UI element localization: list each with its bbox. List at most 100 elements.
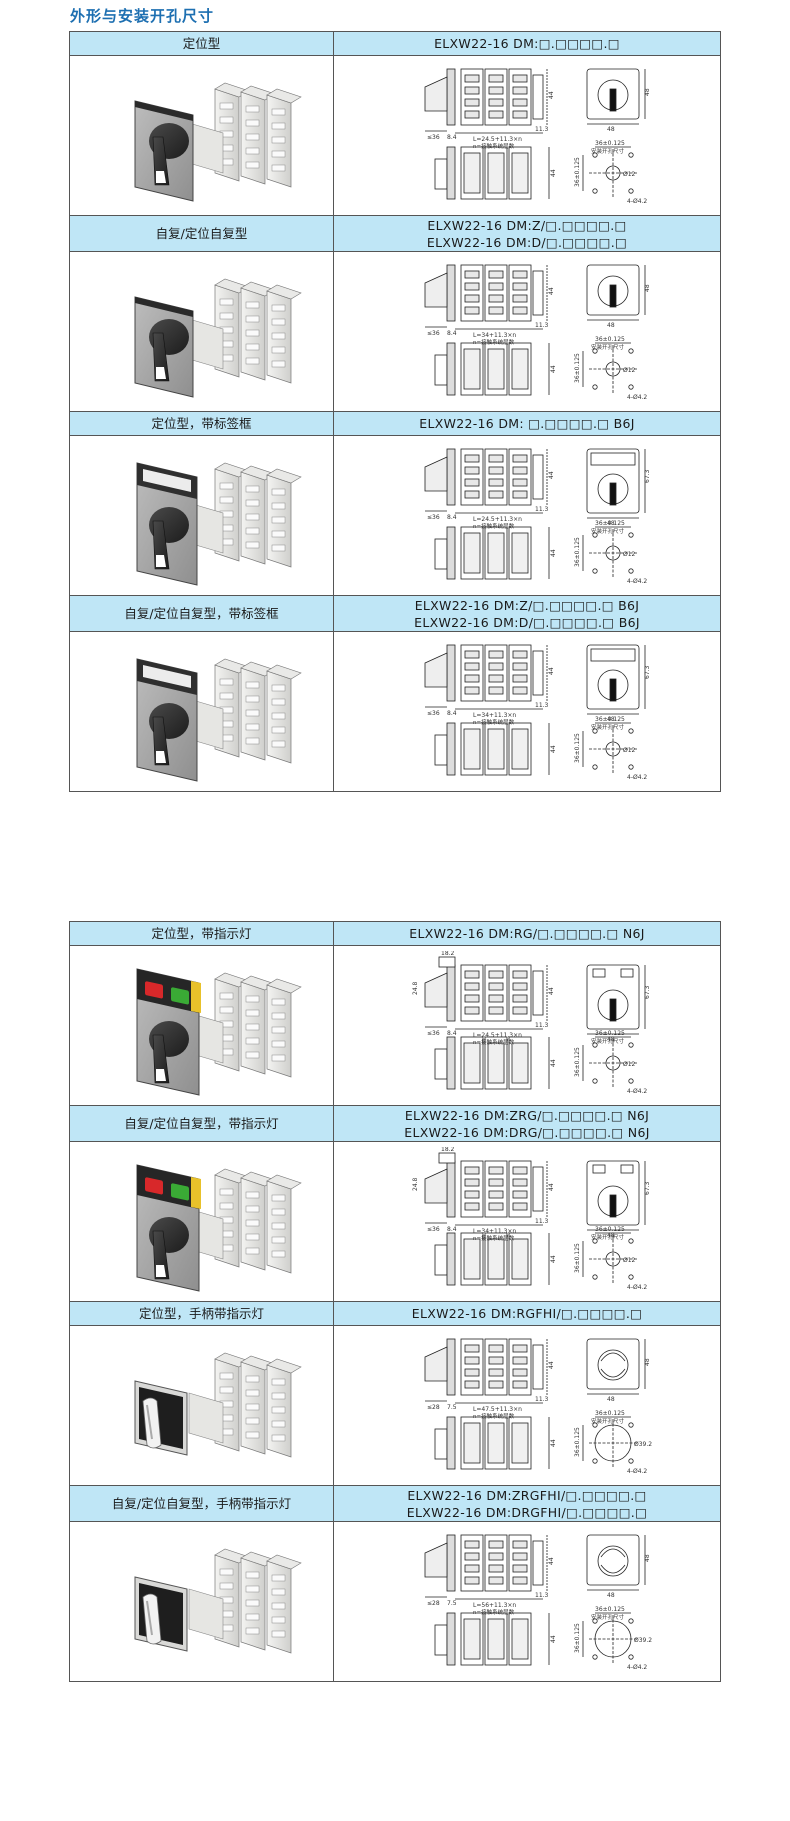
section-header-row: 自复/定位自复型，带标签框 ELXW22-16 DM:Z/□.□□□□.□ B6J… [69, 595, 721, 632]
svg-text:44: 44 [550, 365, 557, 373]
svg-text:36±0.125: 36±0.125 [595, 520, 625, 527]
svg-text:48: 48 [607, 520, 615, 527]
svg-text:67.3: 67.3 [644, 1181, 651, 1195]
svg-text:36±0.125: 36±0.125 [595, 1030, 625, 1037]
svg-text:36±0.125: 36±0.125 [574, 536, 581, 566]
product-image [70, 947, 333, 1105]
svg-text:36±0.125: 36±0.125 [574, 352, 581, 382]
svg-text:48: 48 [644, 1554, 651, 1562]
svg-text:≤36: ≤36 [427, 1030, 440, 1037]
svg-text:67.3: 67.3 [644, 469, 651, 483]
section-label-text: 自复/定位自复型，手柄带指示灯 [111, 1496, 292, 1511]
section-label-text: 自复/定位自复型，带标签框 [124, 606, 279, 621]
section-label-text: 定位型，手柄带指示灯 [138, 1306, 264, 1321]
model-code: ELXW22-16 DM: □.□□□□.□ B6J [419, 416, 635, 431]
svg-text:36±0.125: 36±0.125 [574, 1046, 581, 1076]
svg-text:36±0.125: 36±0.125 [595, 1226, 625, 1233]
model-code: ELXW22-16 DM:Z/□.□□□□.□ [427, 217, 627, 233]
product-image [70, 57, 333, 215]
svg-text:n=接触系统层数: n=接触系统层数 [473, 1412, 515, 1420]
model-code: ELXW22-16 DM:ZRG/□.□□□□.□ N6J [404, 1107, 650, 1123]
section-label-text: 自复/定位自复型 [155, 226, 248, 241]
svg-text:48: 48 [644, 284, 651, 292]
svg-text:L=24.5+11.3×n: L=24.5+11.3×n [473, 136, 522, 143]
section-label: 定位型，带标签框 [69, 411, 334, 436]
product-image [70, 633, 333, 791]
model-code-cell: ELXW22-16 DM: □.□□□□.□ B6J [333, 411, 721, 436]
svg-text:44: 44 [548, 91, 555, 99]
svg-text:n=接触系统层数: n=接触系统层数 [473, 1608, 515, 1616]
svg-text:36±0.125: 36±0.125 [574, 732, 581, 762]
svg-text:8.4: 8.4 [447, 1030, 457, 1037]
svg-text:44: 44 [550, 169, 557, 177]
svg-text:36±0.125: 36±0.125 [595, 140, 625, 147]
model-code: ELXW22-16 DM:DRG/□.□□□□.□ N6J [404, 1124, 650, 1140]
svg-text:36±0.125: 36±0.125 [595, 716, 625, 723]
svg-text:44: 44 [548, 1557, 555, 1565]
svg-text:36±0.125: 36±0.125 [595, 1606, 625, 1613]
product-image [70, 1143, 333, 1301]
svg-text:48: 48 [607, 716, 615, 723]
svg-text:36±0.125: 36±0.125 [574, 156, 581, 186]
svg-text:44: 44 [550, 549, 557, 557]
model-code: ELXW22-16 DM:DRGFHI/□.□□□□.□ [406, 1504, 648, 1520]
svg-text:44: 44 [548, 1183, 555, 1191]
svg-text:44: 44 [548, 1361, 555, 1369]
svg-text:8.4: 8.4 [447, 710, 457, 717]
svg-text:48: 48 [644, 1358, 651, 1366]
svg-text:18.2: 18.2 [441, 1147, 455, 1153]
svg-text:≤36: ≤36 [427, 514, 440, 521]
svg-text:L=24.5+11.3×n: L=24.5+11.3×n [473, 1032, 522, 1039]
svg-text:L=56+11.3×n: L=56+11.3×n [473, 1602, 516, 1609]
model-code: ELXW22-16 DM:ZRGFHI/□.□□□□.□ [407, 1487, 647, 1503]
svg-text:Ø12: Ø12 [623, 551, 636, 558]
svg-text:n=接触系统层数: n=接触系统层数 [473, 142, 515, 150]
svg-text:4-Ø4.2: 4-Ø4.2 [627, 774, 647, 781]
svg-text:24.8: 24.8 [412, 981, 419, 995]
svg-text:11.3: 11.3 [535, 702, 549, 709]
svg-text:安装开孔尺寸: 安装开孔尺寸 [591, 1613, 625, 1621]
product-image [70, 1523, 333, 1681]
svg-text:n=接触系统层数: n=接触系统层数 [473, 718, 515, 726]
svg-text:36±0.125: 36±0.125 [595, 336, 625, 343]
svg-text:44: 44 [550, 1635, 557, 1643]
model-code-cell: ELXW22-16 DM:RGFHI/□.□□□□.□ [333, 1301, 721, 1326]
section-header-row: 定位型，带标签框 ELXW22-16 DM: □.□□□□.□ B6J [69, 411, 721, 436]
svg-text:安装开孔尺寸: 安装开孔尺寸 [591, 527, 625, 535]
svg-text:安装开孔尺寸: 安装开孔尺寸 [591, 343, 625, 351]
section-label: 自复/定位自复型 [69, 215, 334, 252]
svg-text:11.3: 11.3 [535, 506, 549, 513]
svg-text:安装开孔尺寸: 安装开孔尺寸 [591, 1233, 625, 1241]
product-image-cell [69, 1141, 334, 1302]
svg-text:n=接触系统层数: n=接触系统层数 [473, 1038, 515, 1046]
page-title: 外形与安装开孔尺寸 [70, 7, 215, 25]
product-image-cell [69, 1521, 334, 1682]
svg-text:4-Ø4.2: 4-Ø4.2 [627, 1088, 647, 1095]
model-code: ELXW22-16 DM:□.□□□□.□ [434, 36, 620, 51]
svg-text:4-Ø4.2: 4-Ø4.2 [627, 1284, 647, 1291]
section-label-text: 定位型，带标签框 [151, 416, 252, 431]
svg-text:67.3: 67.3 [644, 985, 651, 999]
product-image-cell [69, 55, 334, 216]
svg-text:67.3: 67.3 [644, 665, 651, 679]
svg-text:Ø12: Ø12 [623, 367, 636, 374]
model-code-cell: ELXW22-16 DM:RG/□.□□□□.□ N6J [333, 921, 721, 946]
svg-text:≤28: ≤28 [427, 1600, 440, 1607]
model-code: ELXW22-16 DM:D/□.□□□□.□ B6J [414, 614, 640, 630]
